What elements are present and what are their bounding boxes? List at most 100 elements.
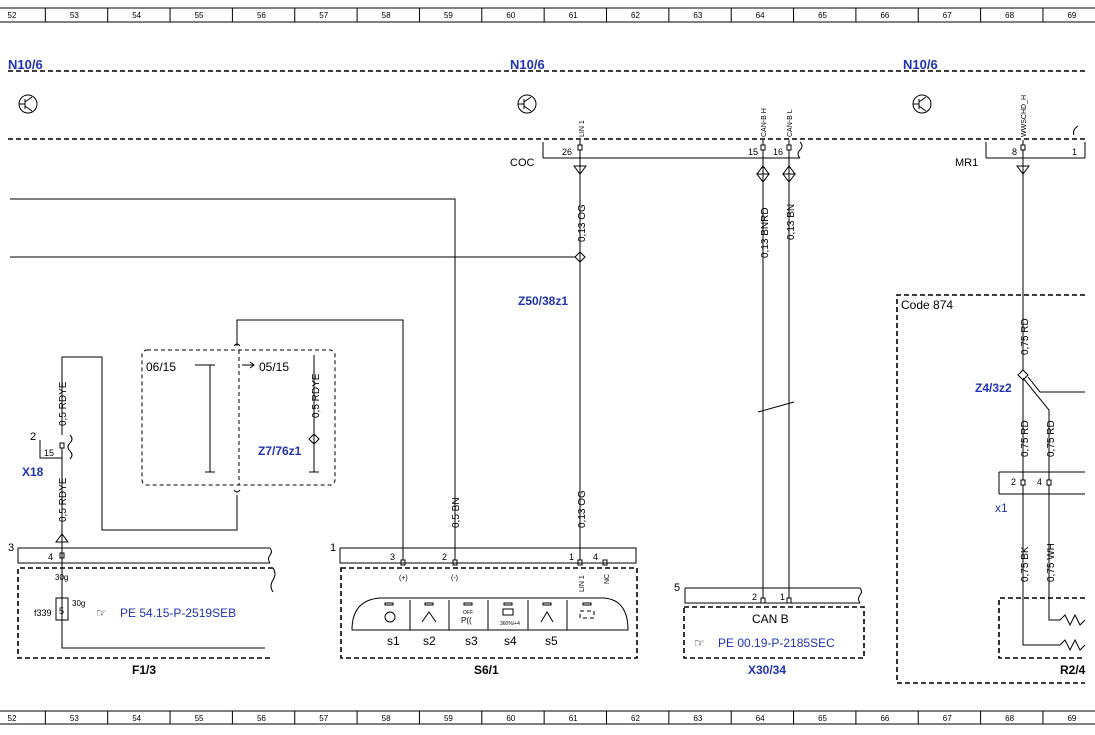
top-ruler-column-number: 52 — [8, 11, 17, 20]
wire-label-rd-top: 0,75 RD — [1020, 318, 1031, 355]
date-variant-box: 06/15 05/15 0,5 RDYE Z7/76z1 — [61, 319, 404, 560]
bottom-ruler-column-number: 56 — [257, 714, 266, 723]
top-ruler-column-number: 63 — [693, 11, 702, 20]
signal-nc: NC — [604, 574, 611, 584]
switch-label-s4: s4 — [504, 634, 517, 648]
bottom-ruler-column-number: 58 — [382, 714, 391, 723]
wire-label-og-bottom: 0,13 OG — [577, 490, 588, 528]
switch-icon-s5[interactable] — [540, 602, 554, 623]
component-label-s6-1: S6/1 — [474, 663, 499, 677]
module-label-right: N10/6 — [903, 57, 938, 72]
connector-label-x1: x1 — [995, 501, 1008, 515]
pin-x30-5: 5 — [674, 582, 680, 594]
wire-label-rd-right: 0,75 RD — [1046, 420, 1057, 457]
top-ruler-column-number: 65 — [818, 11, 827, 20]
bottom-ruler-column-number: 60 — [506, 714, 515, 723]
switch-label-s2: s2 — [423, 634, 436, 648]
pin-26: 26 — [562, 147, 572, 157]
parking-icon: P(( — [461, 616, 472, 625]
switch-icon-s1[interactable] — [384, 602, 396, 623]
pin-x30-2: 2 — [752, 592, 757, 602]
pin-f1-4: 4 — [48, 552, 53, 562]
fuse-value: 5 — [59, 606, 64, 616]
ref-link-2[interactable]: PE 00.19-P-2185SEC — [718, 636, 835, 650]
bottom-ruler-column-number: 55 — [195, 714, 204, 723]
bottom-ruler-column-number: 52 — [8, 714, 17, 723]
n10-module-band: N10/6 N10/6 N10/6 LIN 1 CAN-B H CAN-B L … — [8, 57, 1085, 140]
signal-canbl: CAN-B L — [787, 109, 794, 137]
pin-s6-1: 1 — [569, 552, 574, 562]
ref-link-1[interactable]: PE 54.15-P-2519SEB — [120, 606, 236, 620]
top-ruler-column-number: 66 — [880, 11, 889, 20]
top-ruler-column-number: 60 — [506, 11, 515, 20]
signal-canbh: CAN-B H — [761, 108, 768, 137]
signal-plus: (+) — [399, 575, 408, 582]
bottom-ruler-column-number: 69 — [1067, 714, 1076, 723]
wire-can-h: 0,13 BNRD — [756, 150, 771, 598]
wire-label-bn: 0,13 BN — [786, 204, 797, 240]
component-label-f1-3: F1/3 — [132, 663, 156, 677]
pin-x1-2: 2 — [1011, 477, 1016, 487]
pin-s6-1-main: 1 — [330, 542, 336, 554]
bottom-ruler-column-number: 53 — [70, 714, 79, 723]
component-label-r2: R2/4 — [1060, 663, 1086, 677]
can-b-label: CAN B — [752, 612, 789, 626]
date-label-2: 05/15 — [259, 360, 289, 374]
pin-f1-3: 3 — [8, 542, 14, 554]
wire-label-bnrd: 0,13 BNRD — [760, 207, 771, 258]
bottom-ruler-column-number: 62 — [631, 714, 640, 723]
switch-icon-s6-blank[interactable] — [579, 602, 595, 619]
signal-minus: (-) — [451, 575, 458, 582]
top-ruler-column-number: 58 — [382, 11, 391, 20]
component-r2: R2/4 — [998, 597, 1086, 677]
camera-percent-label: 360%/+4 — [500, 621, 520, 627]
top-ruler-column-number: 61 — [569, 11, 578, 20]
top-ruler-column-number: 62 — [631, 11, 640, 20]
hand-pointer-icon: ☞ — [694, 636, 705, 650]
pin-mr1-8: 8 — [1012, 147, 1017, 157]
pin-s6-4: 4 — [593, 552, 598, 562]
switch-icon-s4[interactable]: 360%/+4 — [500, 602, 520, 627]
wire-label-rdye-bottom: 0,5 RDYE — [58, 477, 69, 522]
bottom-ruler-column-number: 54 — [132, 714, 141, 723]
top-ruler-column-number: 53 — [70, 11, 79, 20]
wire-lin1: 0,13 OG Z50/38z1 0,13 OG — [518, 150, 588, 560]
switch-label-s5: s5 — [545, 634, 558, 648]
top-ruler-column-number: 55 — [195, 11, 204, 20]
splice-z4: Z4/3z2 — [975, 381, 1012, 395]
fuse-id: f339 — [34, 608, 52, 618]
top-ruler-column-number: 57 — [319, 11, 328, 20]
wire-label-rdye-date: 0,5 RDYE — [311, 373, 322, 418]
top-ruler-column-number: 69 — [1067, 11, 1076, 20]
wire-can-l: 0,13 BN — [757, 150, 797, 598]
switch-icon-s2[interactable] — [421, 602, 437, 623]
wire-mr1-rd: 0,75 RD Z4/3z2 0,75 RD 0,75 RD — [975, 150, 1085, 480]
top-ruler-column-number: 64 — [756, 11, 765, 20]
wire-label-og-top: 0,13 OG — [577, 204, 588, 242]
transistor-icon — [912, 94, 932, 114]
wire-label-bk: 0,75 BK — [1020, 546, 1031, 582]
module-label-left: N10/6 — [8, 57, 43, 72]
connector-label-mr1: MR1 — [955, 157, 978, 169]
connector-x1: 2 4 x1 0,75 BK 0,75 WH — [995, 471, 1085, 598]
wire-label-rd-left: 0,75 RD — [1020, 420, 1031, 457]
date-label-1: 06/15 — [146, 360, 176, 374]
bottom-ruler-column-number: 66 — [880, 714, 889, 723]
module-label-center: N10/6 — [510, 57, 545, 72]
bottom-ruler-column-number: 57 — [319, 714, 328, 723]
pin-s6-2: 2 — [442, 552, 447, 562]
switch-label-s1: s1 — [387, 634, 400, 648]
fuse-amp-top: 30g — [55, 573, 68, 582]
component-label-x30-34: X30/34 — [748, 663, 786, 677]
bottom-ruler-column-number: 67 — [943, 714, 952, 723]
pin-15: 15 — [748, 147, 758, 157]
bottom-ruler-column-number: 63 — [693, 714, 702, 723]
hand-pointer-icon: ☞ — [96, 606, 107, 620]
signal-lin1: LIN 1 — [579, 120, 586, 137]
splice-z50: Z50/38z1 — [518, 294, 568, 308]
pin-x18-2: 2 — [30, 431, 36, 443]
